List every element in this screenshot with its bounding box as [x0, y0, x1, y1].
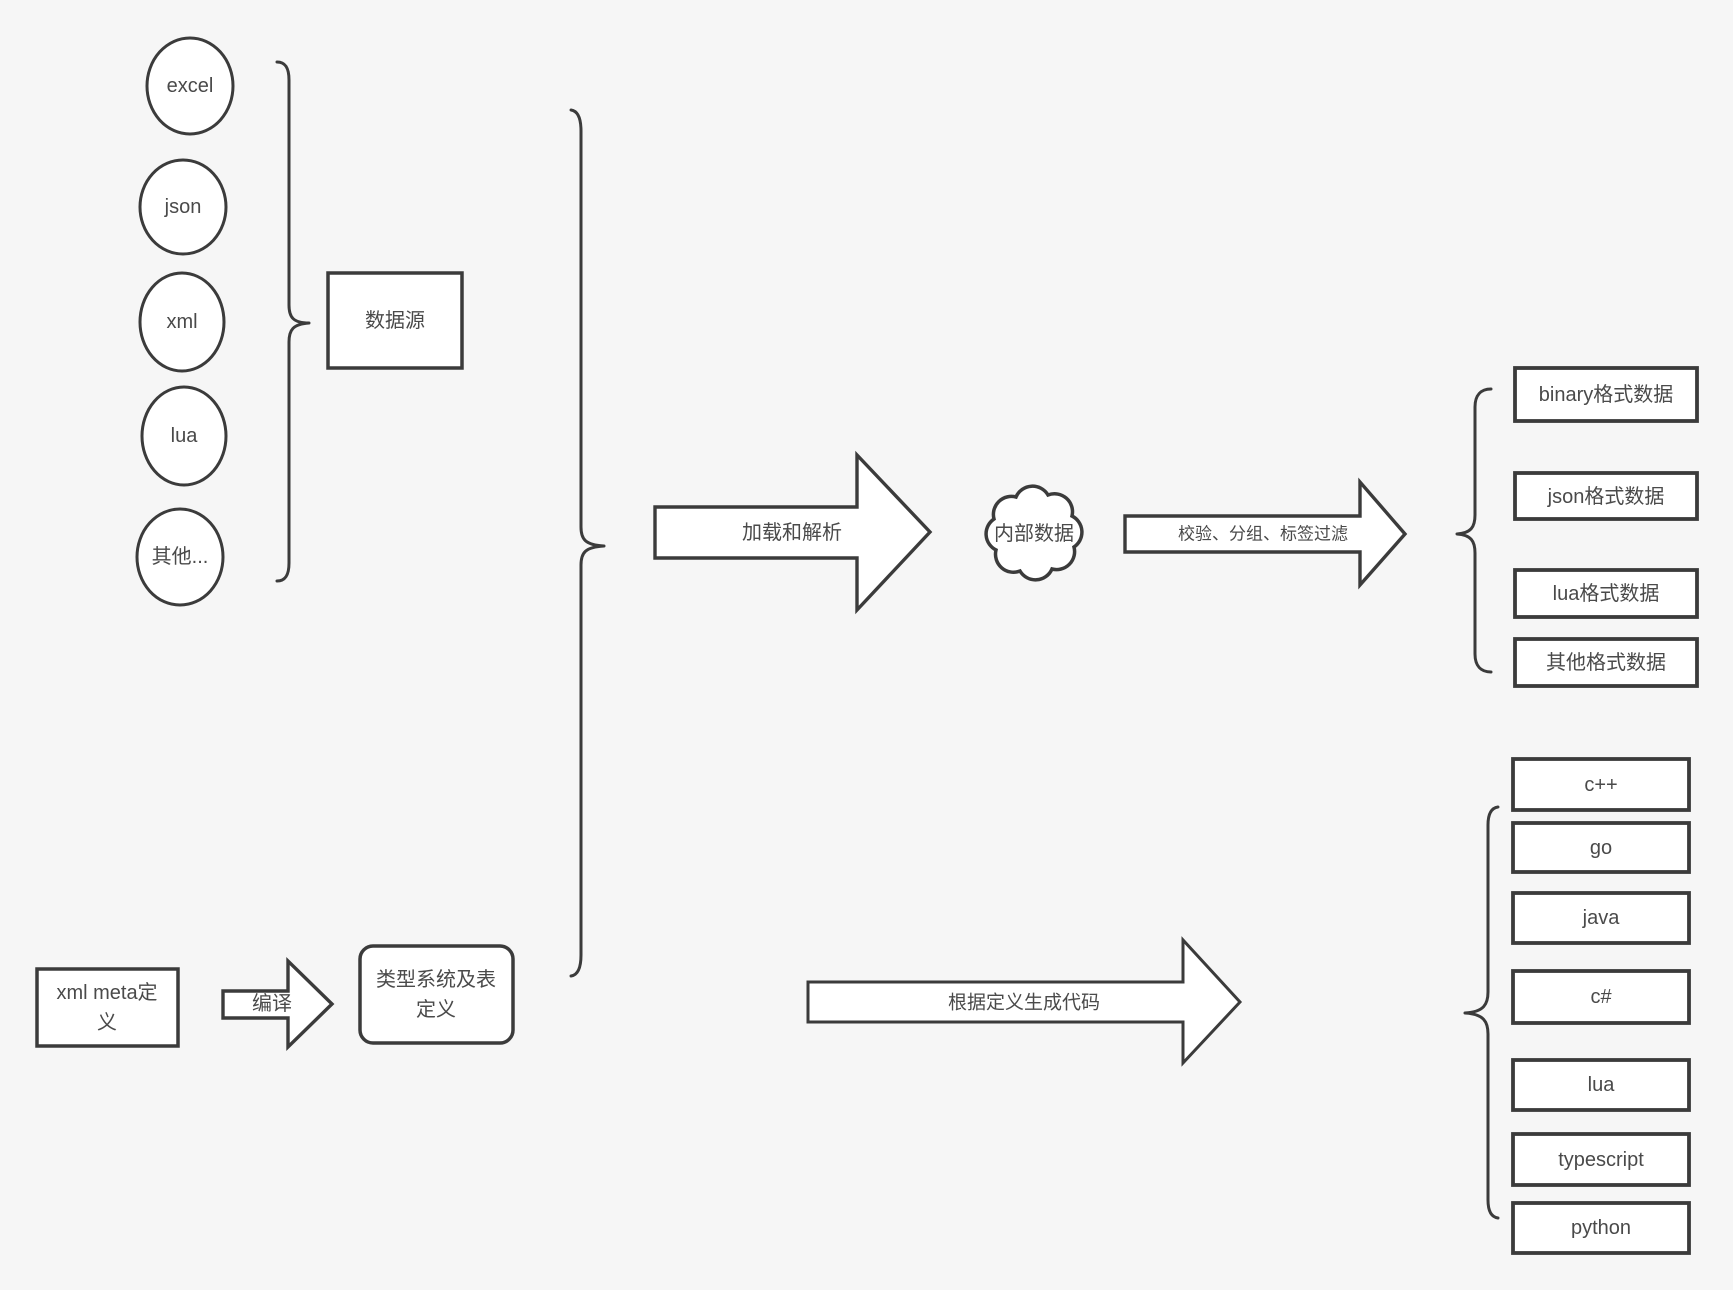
codegen-arrow: 根据定义生成代码 [806, 936, 1243, 1067]
xml-meta-label-line1: xml meta定 [56, 981, 157, 1004]
type-system-box: 类型系统及表 定义 [358, 944, 515, 1045]
cloud-shape [984, 484, 1084, 582]
internal-data-label: 内部数据 [994, 522, 1074, 545]
source-node-label: xml [166, 311, 197, 333]
format-box-label: json格式数据 [1547, 485, 1665, 508]
language-box-label: lua [1588, 1074, 1616, 1096]
rect-shape [35, 967, 180, 1048]
ellipse-shape [138, 271, 226, 373]
ellipse-shape [145, 36, 235, 136]
format-box-label: binary格式数据 [1539, 383, 1673, 406]
load-parse-arrow: 加载和解析 [653, 450, 933, 615]
filter-arrow: 校验、分组、标签过滤 [1123, 477, 1408, 590]
language-box-java: java [1511, 891, 1691, 945]
compile-arrow-label: 编译 [252, 992, 292, 1015]
source-node-lua: lua [140, 385, 228, 487]
ellipse-shape [138, 158, 228, 256]
ellipse-shape [135, 507, 225, 607]
language-box-label: python [1571, 1217, 1631, 1239]
format-box-label: lua格式数据 [1553, 582, 1660, 605]
rect-shape [1513, 471, 1699, 521]
source-node-excel: excel [145, 36, 235, 136]
rect-shape [1511, 757, 1691, 812]
language-box-label: c# [1590, 986, 1612, 1008]
language-box-csharp: c# [1511, 969, 1691, 1025]
format-box-other: 其他格式数据 [1513, 637, 1699, 688]
rect-shape [1511, 891, 1691, 945]
source-node-json: json [138, 158, 228, 256]
rect-shape [1511, 1201, 1691, 1255]
rect-shape [1513, 366, 1699, 423]
source-node-label: excel [167, 75, 214, 97]
type-system-label-line1: 类型系统及表 [376, 968, 496, 991]
source-node-label: 其他... [152, 545, 209, 568]
block-arrow-shape [806, 936, 1243, 1067]
block-arrow-shape [1123, 477, 1408, 590]
rect-shape [1513, 568, 1699, 619]
format-box-binary: binary格式数据 [1513, 366, 1699, 423]
filter-arrow-label: 校验、分组、标签过滤 [1178, 525, 1348, 544]
rect-shape [326, 271, 464, 370]
block-arrow-shape [221, 956, 335, 1052]
language-box-label: java [1582, 907, 1621, 929]
rect-shape [1513, 637, 1699, 688]
rounded-rect-shape [358, 944, 515, 1045]
language-box-label: typescript [1558, 1149, 1644, 1171]
data-source-label: 数据源 [365, 309, 425, 332]
languages-brace [1463, 805, 1500, 1220]
rect-shape [1511, 1058, 1691, 1112]
format-box-lua: lua格式数据 [1513, 568, 1699, 619]
language-box-lua: lua [1511, 1058, 1691, 1112]
sources-brace [275, 60, 311, 583]
language-box-go: go [1511, 821, 1691, 874]
type-system-label-line2: 定义 [416, 998, 456, 1021]
source-node-xml: xml [138, 271, 226, 373]
rect-shape [1511, 969, 1691, 1025]
language-box-python: python [1511, 1201, 1691, 1255]
formats-brace [1455, 387, 1493, 674]
format-box-json: json格式数据 [1513, 471, 1699, 521]
language-box-cpp: c++ [1511, 757, 1691, 812]
internal-data-cloud: 内部数据 [984, 484, 1084, 582]
language-box-label: c++ [1584, 774, 1617, 796]
block-arrow-shape [653, 450, 933, 615]
source-node-label: json [164, 196, 202, 218]
xml-meta-box: xml meta定 义 [35, 967, 180, 1048]
compile-arrow: 编译 [221, 956, 335, 1052]
rect-shape [1511, 821, 1691, 874]
format-box-label: 其他格式数据 [1546, 651, 1666, 674]
rect-shape [1511, 1132, 1691, 1187]
language-box-typescript: typescript [1511, 1132, 1691, 1187]
source-node-other: 其他... [135, 507, 225, 607]
codegen-arrow-label: 根据定义生成代码 [948, 992, 1100, 1014]
xml-meta-label-line2: 义 [97, 1011, 117, 1034]
ellipse-shape [140, 385, 228, 487]
load-parse-arrow-label: 加载和解析 [742, 521, 842, 544]
data-source-box: 数据源 [326, 271, 464, 370]
language-box-label: go [1590, 837, 1612, 859]
big-input-brace [569, 108, 606, 978]
source-node-label: lua [171, 425, 199, 447]
